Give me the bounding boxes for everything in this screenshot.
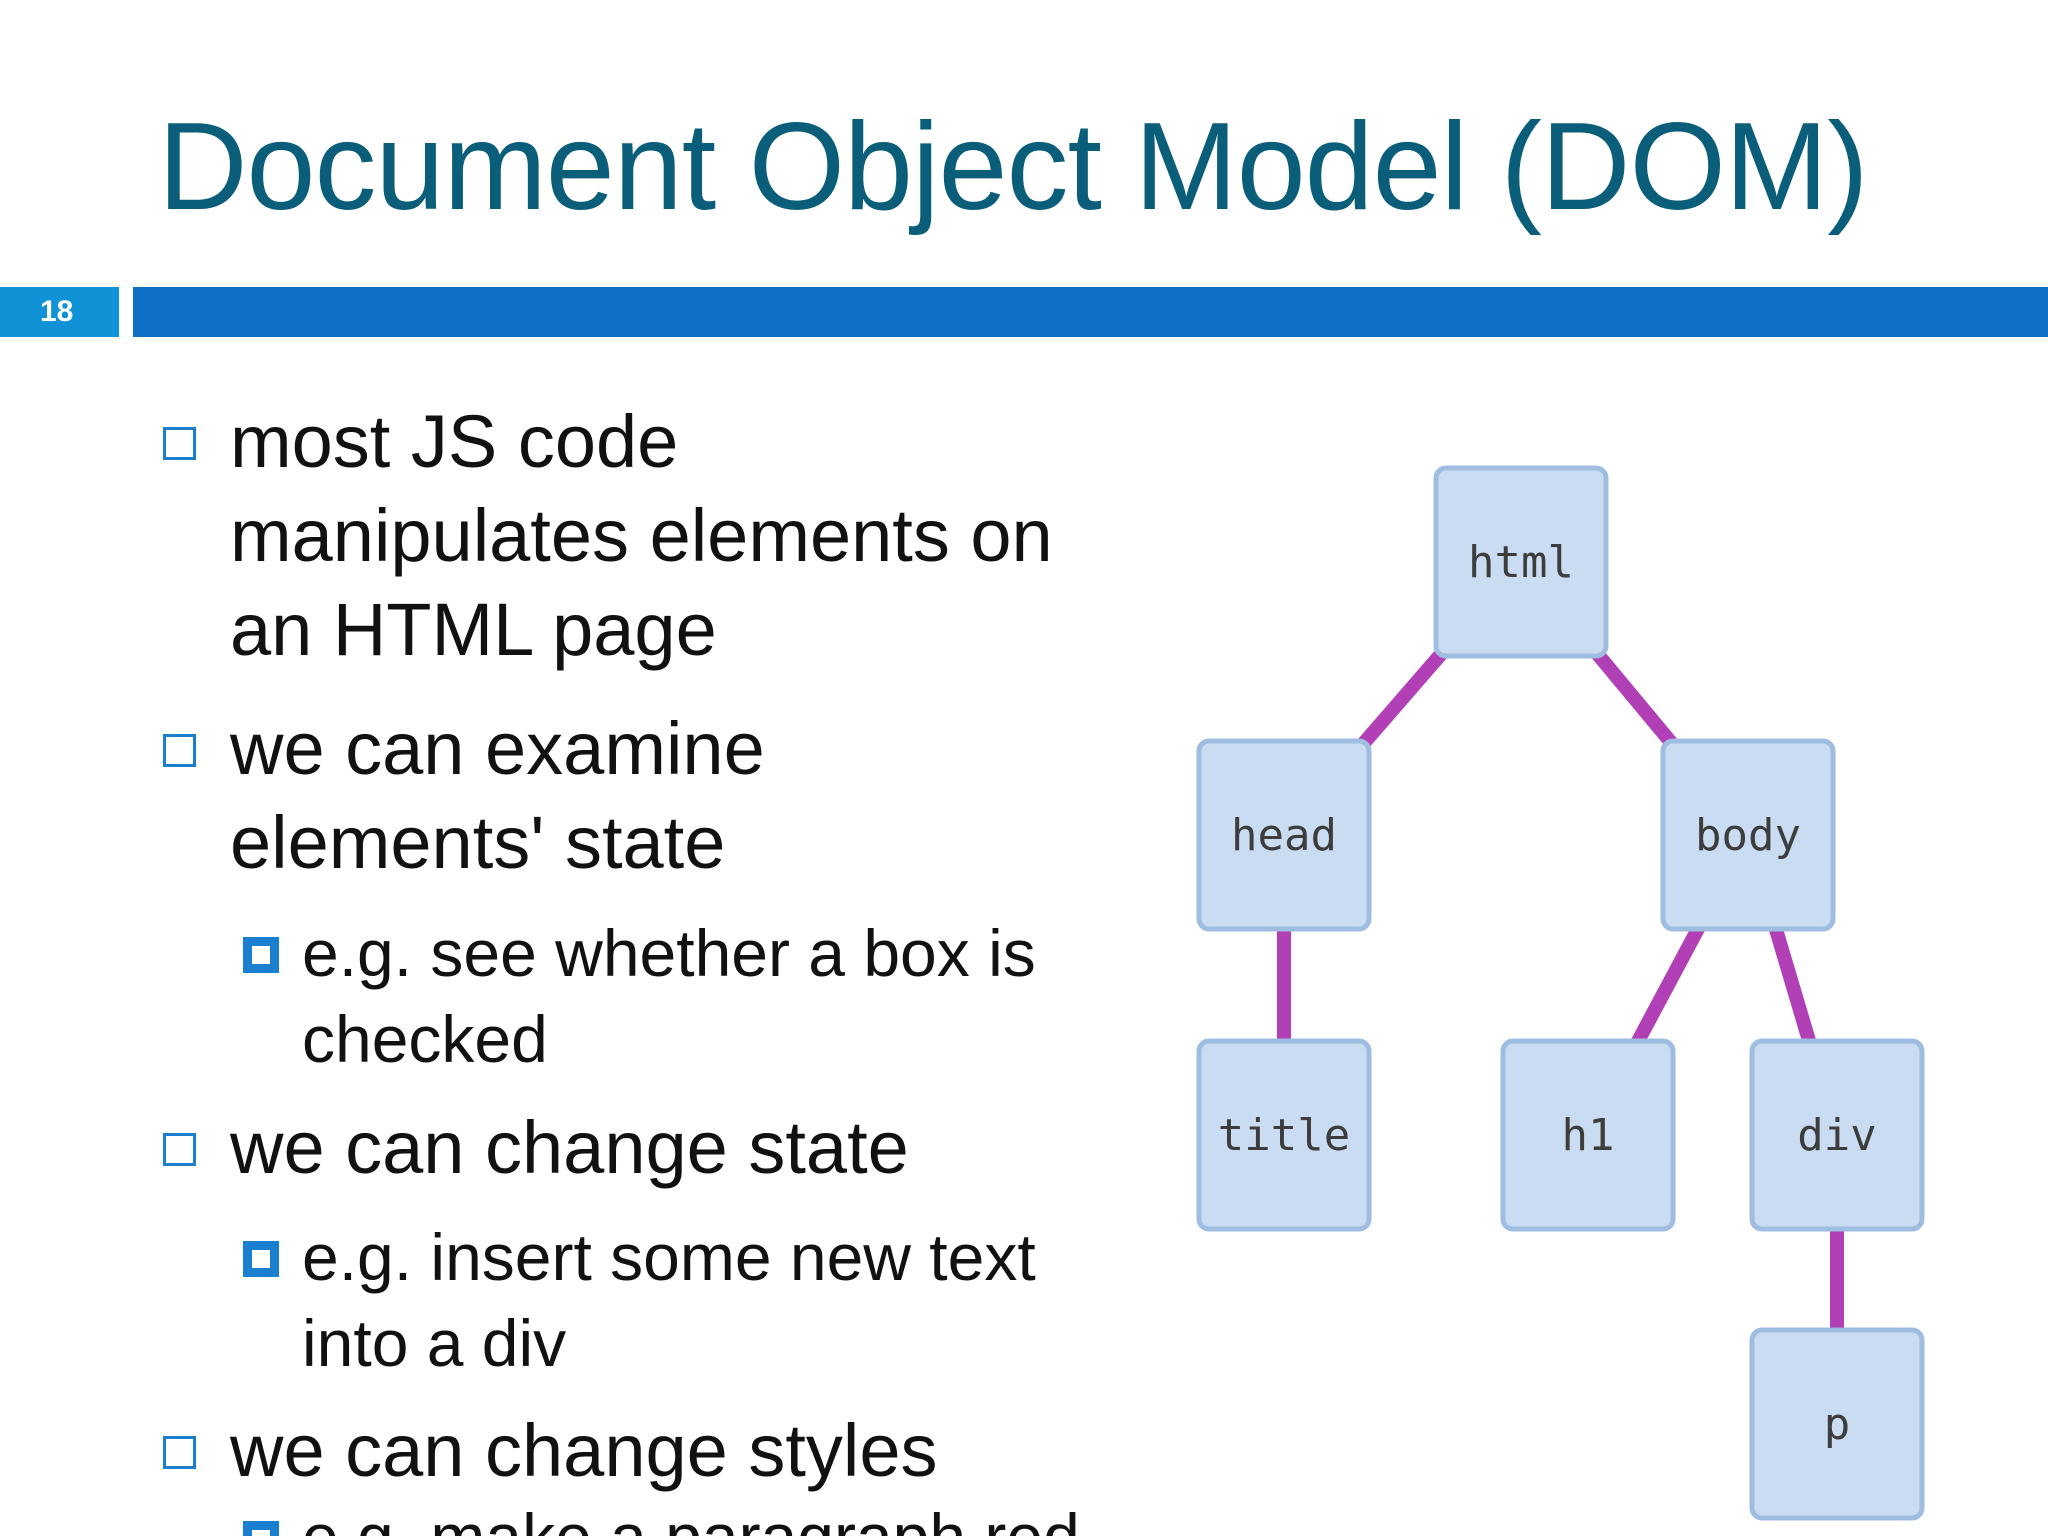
slide-number: 18 bbox=[0, 287, 119, 337]
tree-node-div: div bbox=[1749, 1038, 1925, 1232]
tree-node-label: body bbox=[1695, 810, 1801, 861]
header-bar bbox=[133, 287, 2048, 337]
bullet-marker-icon bbox=[163, 1436, 196, 1469]
tree-node-h1: h1 bbox=[1500, 1038, 1676, 1232]
bullet-marker-icon bbox=[243, 937, 279, 973]
bullet-line: most JS code bbox=[230, 400, 679, 483]
tree-node-p: p bbox=[1749, 1327, 1925, 1521]
tree-node-box bbox=[1196, 738, 1372, 932]
bullet-line: checked bbox=[302, 1002, 548, 1076]
bullet-line: we can examine bbox=[230, 707, 765, 790]
bullet-marker-icon bbox=[243, 1241, 279, 1277]
bullet-line: we can change styles bbox=[230, 1409, 938, 1492]
bullet-marker-icon bbox=[163, 1133, 196, 1166]
sub-bullet-text: e.g. make a paragraph red bbox=[302, 1494, 1080, 1536]
bullet-text: we can change styles bbox=[230, 1404, 938, 1498]
tree-edge-html-head bbox=[1278, 557, 1527, 840]
bullet-marker-icon bbox=[163, 427, 196, 460]
bullet-line: into a div bbox=[302, 1306, 567, 1380]
bullet-text: most JS code manipulates elements on an HT… bbox=[230, 395, 1053, 677]
tree-node-label: title bbox=[1218, 1110, 1350, 1161]
bullet-text: we can change state bbox=[230, 1101, 909, 1195]
tree-node-box bbox=[1749, 1038, 1925, 1232]
tree-node-title: title bbox=[1196, 1038, 1372, 1232]
tree-node-html: html bbox=[1433, 465, 1609, 659]
bullet-line: e.g. insert some new text bbox=[302, 1220, 1036, 1294]
tree-node-box bbox=[1660, 738, 1836, 932]
bullet-line: e.g. see whether a box is bbox=[302, 916, 1036, 990]
slide-title: Document Object Model (DOM) bbox=[158, 98, 1868, 236]
bullet-line: an HTML page bbox=[230, 588, 717, 671]
tree-node-box bbox=[1433, 465, 1609, 659]
tree-edges bbox=[1277, 557, 1844, 1424]
bullet-line: we can change state bbox=[230, 1106, 909, 1189]
bullet-list: most JS code manipulates elements on an HT… bbox=[163, 395, 1080, 1536]
tree-edge-body-h1 bbox=[1581, 831, 1755, 1139]
tree-edge-html-body bbox=[1515, 557, 1754, 840]
bullet-marker-icon bbox=[163, 734, 196, 767]
tree-node-body: body bbox=[1660, 738, 1836, 932]
bullet-line: e.g. make a paragraph red bbox=[302, 1500, 1080, 1536]
tree-node-label: html bbox=[1468, 537, 1574, 588]
tree-node-box bbox=[1196, 1038, 1372, 1232]
sub-bullet-text: e.g. insert some new text into a div bbox=[302, 1214, 1036, 1386]
tree-node-box bbox=[1500, 1038, 1676, 1232]
tree-node-head: head bbox=[1196, 738, 1372, 932]
bullet-text: we can examine elements' state bbox=[230, 702, 765, 890]
tree-edge-body-div bbox=[1741, 833, 1844, 1137]
tree-node-label: head bbox=[1231, 810, 1337, 861]
tree-node-box bbox=[1749, 1327, 1925, 1521]
tree-nodes: html head body title h1 div p bbox=[1196, 465, 1925, 1521]
bullet-line: manipulates elements on bbox=[230, 494, 1053, 577]
bullet-marker-icon bbox=[243, 1521, 279, 1536]
bullet-line: elements' state bbox=[230, 801, 726, 884]
tree-node-label: p bbox=[1824, 1399, 1851, 1450]
tree-node-label: h1 bbox=[1562, 1110, 1615, 1161]
sub-bullet-text: e.g. see whether a box is checked bbox=[302, 910, 1036, 1082]
tree-node-label: div bbox=[1797, 1110, 1876, 1161]
